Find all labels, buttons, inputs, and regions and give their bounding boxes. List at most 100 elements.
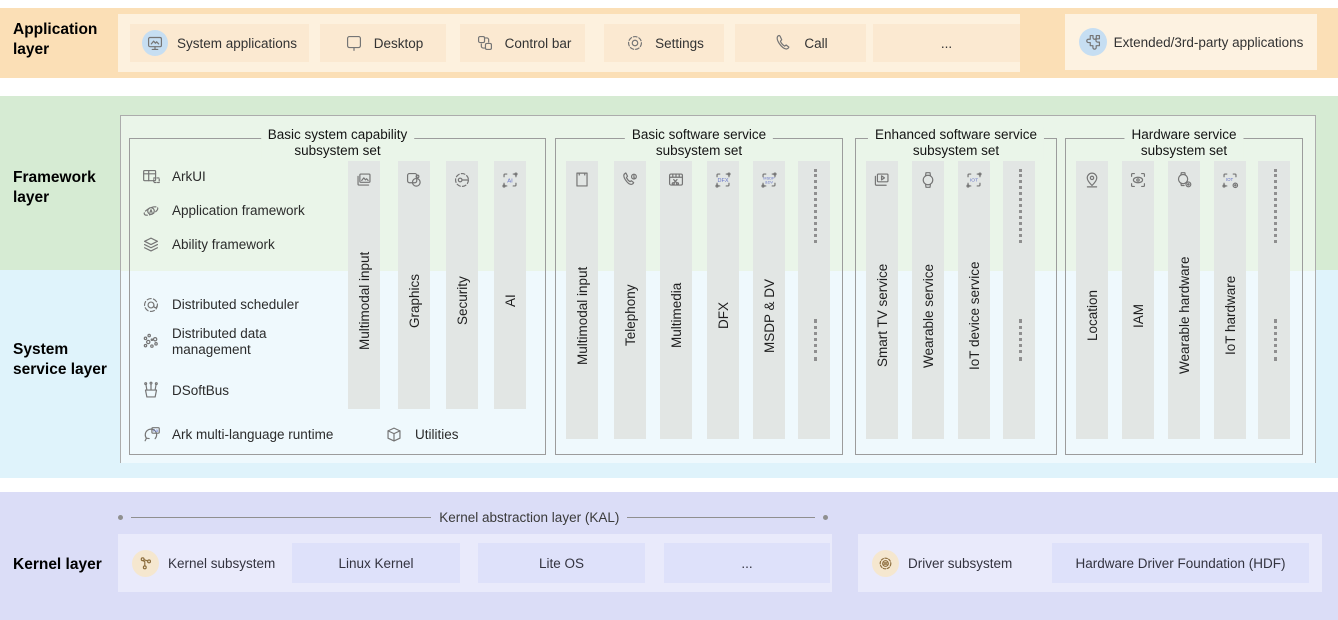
location-icon xyxy=(1080,168,1104,192)
subsystem-bar-multimedia: Multimedia xyxy=(660,161,692,439)
app-item-label: Desktop xyxy=(373,35,424,51)
svg-text:&DV: &DV xyxy=(765,180,773,185)
subsystem-bar-ai: AI AI xyxy=(494,161,526,409)
distributed-data-management-icon xyxy=(140,331,162,353)
app-item-label: System applications xyxy=(176,35,298,51)
group-basic-software-service: Basic software service subsystem set Mul… xyxy=(555,127,843,455)
vertical-ellipsis-icon xyxy=(814,319,817,361)
desktop-icon xyxy=(343,32,365,54)
subsystem-bar-telephony: Telephony xyxy=(614,161,646,439)
app-item-: ... xyxy=(873,24,1020,62)
group-title: Enhanced software service subsystem set xyxy=(867,127,1045,159)
group-hardware-service: Hardware service subsystem set Location I… xyxy=(1065,127,1303,455)
subsystem-bar-label: AI xyxy=(502,294,518,307)
vertical-ellipsis-icon xyxy=(1019,169,1022,243)
control-bar-icon xyxy=(474,32,496,54)
list-item-ark-multi-language-runtime: Aa Ark multi-language runtime xyxy=(140,424,333,446)
subsystem-bar-label: Security xyxy=(454,276,470,325)
kernel-box-: ... xyxy=(664,543,830,583)
ability-framework-icon xyxy=(140,234,162,256)
application-items-panel: System applications Desktop Control bar Set… xyxy=(118,14,1020,72)
kernel-abstraction-layer: Kernel abstraction layer (KAL) xyxy=(118,509,828,525)
app-item-system-applications: System applications xyxy=(130,24,309,62)
extended-applications-label: Extended/3rd-party applications xyxy=(1113,34,1304,50)
security-icon xyxy=(450,168,474,192)
vertical-ellipsis-icon xyxy=(814,169,817,243)
subsystem-bar-label: IoT device service xyxy=(966,261,982,370)
wearable-hardware-icon xyxy=(1172,168,1196,192)
call-icon xyxy=(773,32,795,54)
system-applications-icon xyxy=(141,30,168,56)
list-item-label: DSoftBus xyxy=(172,383,230,398)
list-item-label: Ability framework xyxy=(172,237,275,252)
subsystem-bar-label: Telephony xyxy=(622,284,638,347)
group-title: Hardware service subsystem set xyxy=(1124,127,1244,159)
svg-text:Aa: Aa xyxy=(153,428,159,433)
subsystem-bar-label: Multimodal input xyxy=(574,266,590,365)
more-subsystems-column xyxy=(1003,161,1035,439)
kernel-layer-label: Kernel layer xyxy=(13,556,102,573)
subsystem-bar-label: MSDP & DV xyxy=(761,278,777,353)
framework-layer-label: Framework layer xyxy=(13,169,96,206)
kal-line-endpoint xyxy=(823,514,828,520)
kernel-subsystem-panel: Kernel subsystem Linux Kernel Lite OS... xyxy=(118,534,832,592)
subsystem-bar-multimodal-input: Multimodal input xyxy=(566,161,598,439)
app-item-label: Call xyxy=(804,35,828,51)
arkui-icon xyxy=(140,166,162,188)
settings-icon xyxy=(624,32,646,54)
subsystem-bar-graphics: Graphics xyxy=(398,161,430,409)
kernel-box-hardware-driver-foundation-hdf: Hardware Driver Foundation (HDF) xyxy=(1052,543,1309,583)
list-item-arkui: ArkUI xyxy=(140,166,206,188)
driver-subsystem-icon xyxy=(872,550,899,577)
group-title: Basic system capability subsystem set xyxy=(260,127,415,159)
app-item-call: Call xyxy=(735,24,866,62)
svg-text:IOT: IOT xyxy=(1226,177,1234,182)
kernel-subsystem-label: Kernel subsystem xyxy=(168,555,276,571)
vertical-ellipsis-icon xyxy=(1019,319,1022,361)
extended-applications-panel: Extended/3rd-party applications xyxy=(1065,14,1317,70)
subsystem-bar-iot-hardware: IOT IoT hardware xyxy=(1214,161,1246,439)
subsystem-bar-label: IoT hardware xyxy=(1222,275,1238,356)
app-item-label: ... xyxy=(940,35,953,51)
more-subsystems-column xyxy=(1258,161,1290,439)
graphics-icon xyxy=(402,168,426,192)
application-framework-icon xyxy=(140,200,162,222)
utilities-icon xyxy=(383,424,405,446)
photos-icon xyxy=(352,168,376,192)
subsystem-bar-label: Smart TV service xyxy=(874,263,890,368)
subsystem-bar-label: Location xyxy=(1084,289,1100,342)
list-item-label: Ark multi-language runtime xyxy=(172,427,334,442)
svg-text:IOT: IOT xyxy=(970,178,978,184)
kal-line xyxy=(131,516,432,518)
app-item-label: Settings xyxy=(655,35,704,51)
iot-chip-icon: IOT xyxy=(962,168,986,192)
svg-text:AI: AI xyxy=(507,178,513,184)
kernel-box-linux-kernel: Linux Kernel xyxy=(292,543,460,583)
list-item-utilities: Utilities xyxy=(383,424,459,446)
list-item-label: Application framework xyxy=(172,203,305,218)
subsystem-bar-label: Multimodal input xyxy=(356,251,372,350)
dfx-chip-icon: DFX xyxy=(711,168,735,192)
list-item-application-framework: Application framework xyxy=(140,200,305,222)
app-item-control-bar: Control bar xyxy=(460,24,585,62)
list-item-label: ArkUI xyxy=(172,169,206,184)
subsystem-bar-security: Security xyxy=(446,161,478,409)
iam-icon xyxy=(1126,168,1150,192)
smart-tv-icon xyxy=(870,168,894,192)
kal-line-endpoint xyxy=(118,514,123,520)
iot-hardware-icon: IOT xyxy=(1218,168,1242,192)
msdp-dv-chip-icon: MSDP&DV xyxy=(757,168,781,192)
distributed-scheduler-icon xyxy=(140,294,162,316)
subsystem-bar-label: Graphics xyxy=(406,273,422,328)
subsystem-bar-smart-tv-service: Smart TV service xyxy=(866,161,898,439)
kernel-box-lite-os: Lite OS xyxy=(478,543,645,583)
ark-runtime-icon: Aa xyxy=(140,424,162,446)
application-layer-label: Application layer xyxy=(13,21,98,58)
list-item-distributed-data-management: Distributed data management xyxy=(140,326,322,358)
kal-label: Kernel abstraction layer (KAL) xyxy=(439,509,620,525)
wearable-service-icon xyxy=(916,168,940,192)
list-item-label: Utilities xyxy=(415,427,459,442)
vertical-ellipsis-icon xyxy=(1274,169,1277,243)
subsystem-bar-multimodal-input: Multimodal input xyxy=(348,161,380,409)
puzzle-icon xyxy=(1078,28,1107,56)
